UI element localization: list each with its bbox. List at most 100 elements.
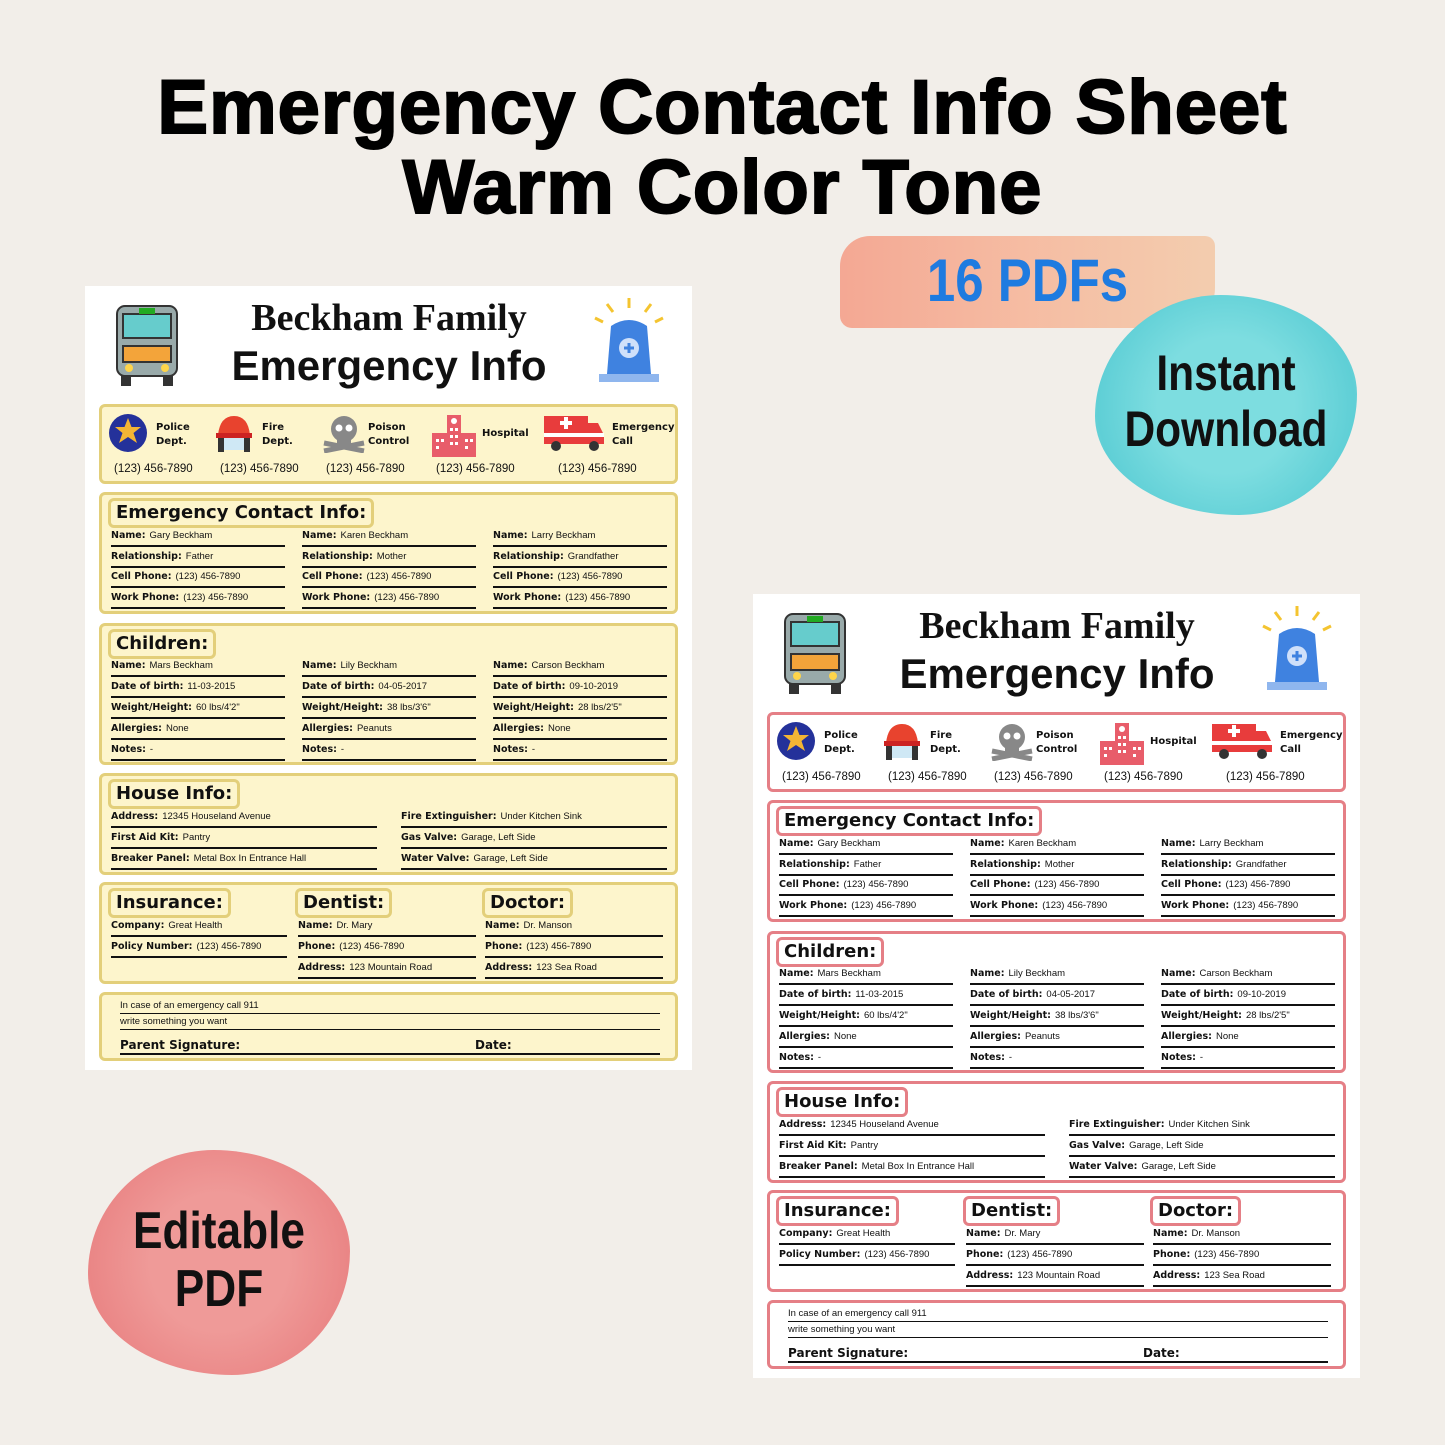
form-field[interactable]: Address:123 Sea Road bbox=[485, 959, 663, 979]
form-field[interactable]: Address:12345 Houseland Avenue bbox=[111, 808, 377, 828]
form-field[interactable]: Date of birth:09-10-2019 bbox=[493, 678, 667, 698]
form-field[interactable]: Name:Lily Beckham bbox=[970, 965, 1144, 985]
form-field[interactable]: Date of birth:11-03-2015 bbox=[779, 986, 953, 1006]
form-field[interactable]: Weight/Height:60 lbs/4'2" bbox=[111, 699, 285, 719]
form-field[interactable]: Allergies:None bbox=[493, 720, 667, 740]
field-label: Name: bbox=[111, 660, 146, 671]
form-field[interactable]: Notes:- bbox=[970, 1049, 1144, 1069]
form-field[interactable]: Allergies:None bbox=[111, 720, 285, 740]
form-field[interactable]: Work Phone:(123) 456-7890 bbox=[970, 897, 1144, 917]
form-field[interactable]: Water Valve:Garage, Left Side bbox=[1069, 1158, 1335, 1178]
signature-line[interactable]: Parent Signature:Date: bbox=[788, 1341, 1328, 1363]
note-line[interactable]: In case of an emergency call 911 bbox=[120, 998, 660, 1014]
form-field[interactable]: Relationship:Father bbox=[111, 548, 285, 568]
form-field[interactable]: Notes:- bbox=[111, 741, 285, 761]
form-field[interactable]: Fire Extinguisher:Under Kitchen Sink bbox=[401, 808, 667, 828]
form-field[interactable]: Name:Karen Beckham bbox=[302, 527, 476, 547]
form-field[interactable]: Cell Phone:(123) 456-7890 bbox=[779, 876, 953, 896]
form-field[interactable]: Weight/Height:60 lbs/4'2" bbox=[779, 1007, 953, 1027]
form-field[interactable]: Address:123 Mountain Road bbox=[298, 959, 476, 979]
form-field[interactable]: Gas Valve:Garage, Left Side bbox=[401, 829, 667, 849]
service-phone: (123) 456-7890 bbox=[1104, 771, 1183, 783]
form-field[interactable]: Company:Great Health bbox=[111, 917, 287, 937]
form-field[interactable]: Phone:(123) 456-7890 bbox=[298, 938, 476, 958]
form-field[interactable]: Notes:- bbox=[779, 1049, 953, 1069]
form-field[interactable]: Name:Larry Beckham bbox=[493, 527, 667, 547]
form-field[interactable]: Name:Mars Beckham bbox=[111, 657, 285, 677]
form-field[interactable]: Date of birth:04-05-2017 bbox=[302, 678, 476, 698]
form-field[interactable]: Name:Lily Beckham bbox=[302, 657, 476, 677]
form-field[interactable]: Phone:(123) 456-7890 bbox=[966, 1246, 1144, 1266]
form-field[interactable]: Name:Dr. Manson bbox=[485, 917, 663, 937]
form-field[interactable]: Gas Valve:Garage, Left Side bbox=[1069, 1137, 1335, 1157]
form-field[interactable]: Name:Larry Beckham bbox=[1161, 835, 1335, 855]
note-line[interactable]: write something you want bbox=[120, 1014, 660, 1030]
form-field[interactable]: Weight/Height:38 lbs/3'6" bbox=[970, 1007, 1144, 1027]
form-field[interactable]: Breaker Panel:Metal Box In Entrance Hall bbox=[779, 1158, 1045, 1178]
form-field[interactable]: Relationship:Mother bbox=[970, 856, 1144, 876]
form-field[interactable]: Breaker Panel:Metal Box In Entrance Hall bbox=[111, 850, 377, 870]
form-field[interactable]: Fire Extinguisher:Under Kitchen Sink bbox=[1069, 1116, 1335, 1136]
form-field[interactable]: Name:Karen Beckham bbox=[970, 835, 1144, 855]
form-field[interactable]: Cell Phone:(123) 456-7890 bbox=[970, 876, 1144, 896]
form-field[interactable]: Address:123 Mountain Road bbox=[966, 1267, 1144, 1287]
form-field[interactable]: Notes:- bbox=[493, 741, 667, 761]
form-field[interactable]: Policy Number:(123) 456-7890 bbox=[111, 938, 287, 958]
form-field[interactable]: Weight/Height:38 lbs/3'6" bbox=[302, 699, 476, 719]
form-field[interactable]: Notes:- bbox=[302, 741, 476, 761]
form-field[interactable]: Date of birth:11-03-2015 bbox=[111, 678, 285, 698]
form-field[interactable]: Work Phone:(123) 456-7890 bbox=[111, 589, 285, 609]
form-field[interactable]: Water Valve:Garage, Left Side bbox=[401, 850, 667, 870]
form-field[interactable]: Name:Dr. Manson bbox=[1153, 1225, 1331, 1245]
service-label: Dept. bbox=[262, 436, 293, 447]
field-value: (123) 456-7890 bbox=[1042, 899, 1108, 911]
form-field[interactable]: Cell Phone:(123) 456-7890 bbox=[1161, 876, 1335, 896]
field-value: None bbox=[547, 723, 571, 734]
form-field[interactable]: Company:Great Health bbox=[779, 1225, 955, 1245]
form-field[interactable]: First Aid Kit:Pantry bbox=[111, 829, 377, 849]
signature-line[interactable]: Parent Signature:Date: bbox=[120, 1033, 660, 1055]
form-field[interactable]: Date of birth:04-05-2017 bbox=[970, 986, 1144, 1006]
note-line[interactable]: In case of an emergency call 911 bbox=[788, 1306, 1328, 1322]
form-field[interactable]: Relationship:Father bbox=[779, 856, 953, 876]
form-field[interactable]: Cell Phone:(123) 456-7890 bbox=[111, 568, 285, 588]
form-field[interactable]: Cell Phone:(123) 456-7890 bbox=[302, 568, 476, 588]
form-field[interactable]: Weight/Height:28 lbs/2'5" bbox=[493, 699, 667, 719]
form-field[interactable]: Policy Number:(123) 456-7890 bbox=[779, 1246, 955, 1266]
form-field[interactable]: Address:12345 Houseland Avenue bbox=[779, 1116, 1045, 1136]
form-field[interactable]: Work Phone:(123) 456-7890 bbox=[779, 897, 953, 917]
form-field[interactable]: Work Phone:(123) 456-7890 bbox=[493, 589, 667, 609]
service-label: Call bbox=[1280, 744, 1301, 755]
form-field[interactable]: Allergies:Peanuts bbox=[970, 1028, 1144, 1048]
form-field[interactable]: Allergies:None bbox=[1161, 1028, 1335, 1048]
form-field[interactable]: Name:Carson Beckham bbox=[1161, 965, 1335, 985]
form-field[interactable]: First Aid Kit:Pantry bbox=[779, 1137, 1045, 1157]
field-value: (123) 456-7890 bbox=[1007, 1249, 1073, 1260]
form-field[interactable]: Phone:(123) 456-7890 bbox=[485, 938, 663, 958]
field-label: Weight/Height: bbox=[302, 702, 383, 713]
form-field[interactable]: Allergies:None bbox=[779, 1028, 953, 1048]
form-field[interactable]: Phone:(123) 456-7890 bbox=[1153, 1246, 1331, 1266]
form-field[interactable]: Name:Carson Beckham bbox=[493, 657, 667, 677]
form-field[interactable]: Name:Mars Beckham bbox=[779, 965, 953, 985]
note-line[interactable]: write something you want bbox=[788, 1322, 1328, 1338]
form-field[interactable]: Name:Dr. Mary bbox=[298, 917, 476, 937]
form-field[interactable]: Date of birth:09-10-2019 bbox=[1161, 986, 1335, 1006]
form-field[interactable]: Allergies:Peanuts bbox=[302, 720, 476, 740]
form-field[interactable]: Weight/Height:28 lbs/2'5" bbox=[1161, 1007, 1335, 1027]
form-field[interactable]: Name:Gary Beckham bbox=[111, 527, 285, 547]
form-field[interactable]: Work Phone:(123) 456-7890 bbox=[302, 589, 476, 609]
form-field[interactable]: Relationship:Grandfather bbox=[1161, 856, 1335, 876]
form-field[interactable]: Notes:- bbox=[1161, 1049, 1335, 1069]
family-name: Beckham Family bbox=[919, 605, 1195, 647]
form-field[interactable]: Relationship:Grandfather bbox=[493, 548, 667, 568]
form-field[interactable]: Cell Phone:(123) 456-7890 bbox=[493, 568, 667, 588]
form-field[interactable]: Name:Gary Beckham bbox=[779, 835, 953, 855]
emergency-contacts-box: Emergency Contact Info:Name:Gary Beckham… bbox=[99, 492, 678, 614]
form-field[interactable]: Name:Dr. Mary bbox=[966, 1225, 1144, 1245]
form-field[interactable]: Work Phone:(123) 456-7890 bbox=[1161, 897, 1335, 917]
form-field[interactable]: Address:123 Sea Road bbox=[1153, 1267, 1331, 1287]
form-field[interactable]: Relationship:Mother bbox=[302, 548, 476, 568]
field-value: 11-03-2015 bbox=[187, 681, 236, 692]
